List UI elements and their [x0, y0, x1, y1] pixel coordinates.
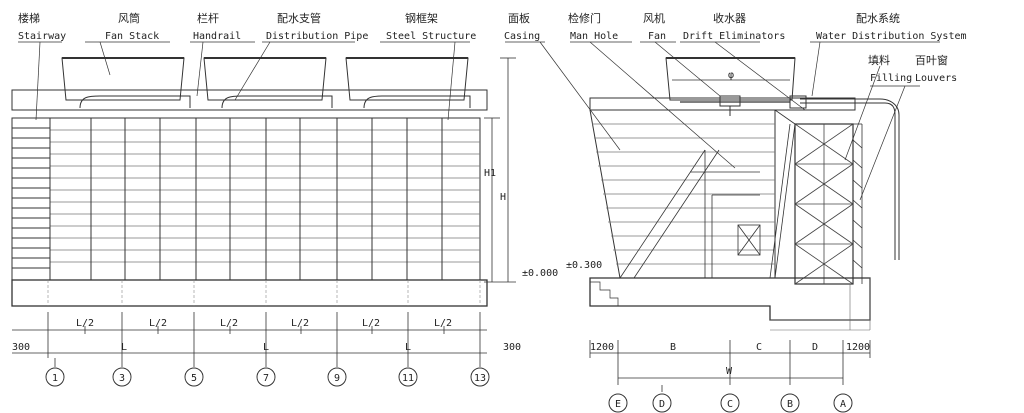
front-columns [90, 118, 443, 280]
front-louver-lines [50, 129, 480, 263]
callout-fan-zh: 风机 [643, 11, 665, 25]
side-fan-diameter: φ [728, 70, 734, 81]
side-dim-edge-right: 1200 [846, 342, 870, 353]
callout-fan-stack-zh: 风筒 [118, 11, 140, 25]
front-dim-half-2: L/2 [149, 318, 167, 329]
front-axis-5: 5 [191, 373, 197, 384]
front-axis-11: 11 [402, 373, 414, 384]
side-bottom-dims [589, 340, 871, 392]
front-level-mark: ±0.000 [522, 268, 558, 279]
front-dim-half-5: L/2 [362, 318, 380, 329]
side-drift-eliminator [769, 109, 796, 279]
callout-handrail-zh: 栏杆 [197, 11, 219, 25]
front-axis-3: 3 [119, 373, 125, 384]
front-dim-half-6: L/2 [434, 318, 452, 329]
callout-filling-zh: 填料 [868, 53, 890, 67]
front-axis-bubbles [45, 367, 490, 387]
front-dim-bay-2: L [263, 342, 269, 353]
front-leaders [18, 41, 470, 121]
front-basin-posts [47, 280, 481, 306]
front-dim-half-3: L/2 [220, 318, 238, 329]
side-fill-lattice [794, 123, 854, 285]
callout-handrail-en: Handrail [193, 31, 241, 42]
callout-drift-eliminators-en: Drift Eliminators [683, 31, 785, 42]
side-dim-d: D [812, 342, 818, 353]
front-dim-half-1: L/2 [76, 318, 94, 329]
front-axis-7: 7 [263, 373, 269, 384]
callout-water-distribution-zh: 配水系统 [856, 12, 900, 25]
callout-stairway-en: Stairway [18, 31, 66, 42]
callout-louvers-en: Louvers [915, 73, 957, 84]
callout-drift-eliminators-zh: 收水器 [713, 11, 746, 25]
callout-water-distribution-en: Water Distribution System [816, 31, 967, 42]
side-axis-c: C [727, 399, 733, 410]
side-axis-b: B [787, 399, 793, 410]
callout-steel-structure-en: Steel Structure [386, 31, 476, 42]
side-axis-e: E [615, 399, 621, 410]
callout-fan-en: Fan [648, 31, 666, 42]
callout-fan-stack-en: Fan Stack [105, 31, 159, 42]
front-dim-half-4: L/2 [291, 318, 309, 329]
side-axis-a: A [840, 399, 846, 410]
front-pipe [12, 95, 487, 111]
side-dim-w: W [726, 366, 733, 377]
side-fan [680, 95, 790, 116]
front-stairway [11, 117, 51, 281]
side-distribution-pipe [800, 98, 900, 260]
front-bottom-dims [12, 312, 487, 367]
callout-man-hole-en: Man Hole [570, 31, 618, 42]
side-leaders [505, 41, 940, 201]
front-dim-height-h1: H1 [484, 168, 496, 179]
front-axis-13: 13 [474, 373, 486, 384]
front-basin [11, 279, 488, 307]
side-dim-c: C [756, 342, 762, 353]
side-stairs [619, 149, 761, 279]
front-dim-bay-1: L [121, 342, 127, 353]
side-entry-steps [590, 281, 619, 306]
callout-distribution-pipe-en: Distribution Pipe [266, 31, 368, 42]
side-louvers [852, 123, 863, 284]
callout-filling-en: Filling [870, 73, 912, 84]
callout-louvers-zh: 百叶窗 [915, 53, 948, 67]
front-dim-bay-3: L [405, 342, 411, 353]
front-dim-edge-right: 300 [503, 342, 521, 353]
fan-stacks [61, 57, 469, 101]
front-elevation [11, 41, 516, 387]
callout-man-hole-zh: 检修门 [568, 11, 601, 25]
callout-casing-en: Casing [504, 31, 540, 42]
side-dim-edge-left: 1200 [590, 342, 614, 353]
front-axis-1: 1 [52, 373, 58, 384]
side-elevation [505, 41, 940, 413]
front-height-dims [484, 57, 516, 283]
front-dim-height-h: H [500, 192, 506, 203]
front-dim-edge-left: 300 [12, 342, 30, 353]
side-level-mark: ±0.300 [566, 260, 602, 271]
callout-steel-structure-zh: 钢框架 [405, 12, 438, 25]
side-dim-b: B [670, 342, 676, 353]
side-basin-hatch [770, 278, 871, 331]
front-axis-9: 9 [334, 373, 340, 384]
callout-casing-zh: 面板 [508, 11, 530, 25]
side-axis-d: D [659, 399, 665, 410]
callout-distribution-pipe-zh: 配水支管 [277, 11, 321, 25]
side-casing-lines [592, 123, 775, 265]
callout-stairway-zh: 楼梯 [18, 11, 40, 25]
side-axis-bubbles [608, 393, 853, 413]
